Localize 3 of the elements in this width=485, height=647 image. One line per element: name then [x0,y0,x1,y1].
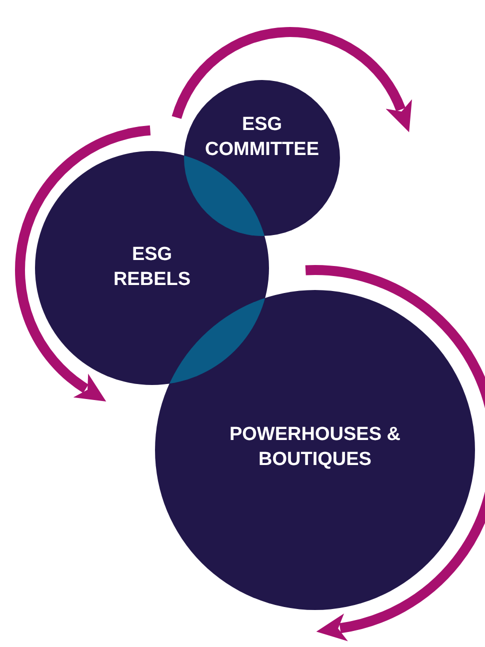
circle-label: ESG COMMITTEE [204,113,320,162]
circle-label: POWERHOUSES & BOUTIQUES [228,422,402,472]
circle-label: ESG REBELS [112,243,192,292]
